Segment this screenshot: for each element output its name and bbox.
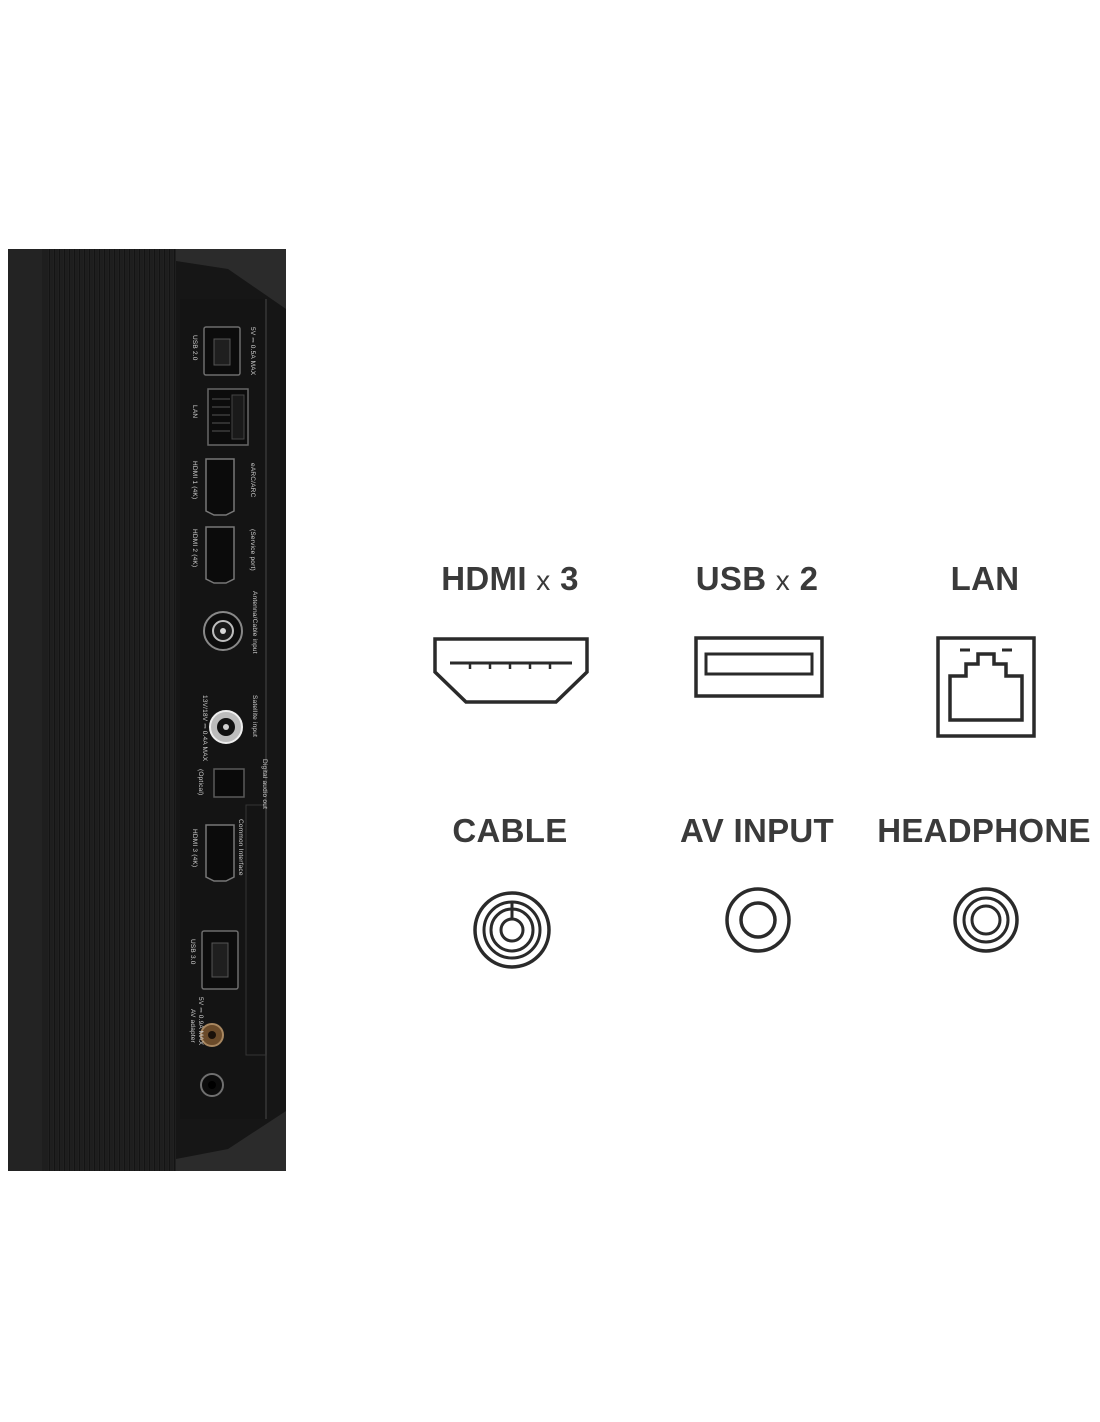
cable-port-label: CABLE [452,812,568,849]
housing-rib [138,249,141,1171]
tv-rear-panel-photo: USB 2.0 5V ⎓ 0.5A MAX LAN HDMI 1 (4K) eA… [8,249,286,1171]
housing-rib [168,249,171,1171]
lan-icon [936,636,1036,738]
usb3-label: USB 3.0 [189,939,196,965]
usb-port-mult: x [775,565,791,596]
cable-icon [473,891,551,969]
hdmi1-label: HDMI 1 (4K) [191,461,198,500]
lan-panel-label: LAN [191,405,198,419]
housing-rib [128,249,131,1171]
port-cell-av-input: AV INPUT [662,812,852,850]
port-cell-headphone: HEADPHONE [868,812,1100,850]
housing-rib [78,249,81,1171]
hdmi-port-count: 3 [560,560,579,597]
housing-rib [123,249,126,1171]
headphone-port-label: HEADPHONE [877,812,1091,849]
housing-rib [58,249,61,1171]
lan-port-label: LAN [950,560,1020,597]
usb-port-name: USB [695,560,767,597]
port-cell-usb: USB x 2 [672,560,842,598]
housing-rib [163,249,166,1171]
usb-port-label: USB x 2 [672,560,842,598]
housing-rib [48,249,51,1171]
hdmi-port-name: HDMI [441,560,527,597]
common-interface-label: Common Interface [237,819,244,876]
av-adapter-label: AV adapter [189,1009,196,1044]
housing-rib [63,249,66,1171]
usb2-label: USB 2.0 [191,335,198,361]
usb2-rating-label: 5V ⎓ 0.5A MAX [249,327,256,376]
usb-port-count: 2 [799,560,819,597]
headphone-icon [953,887,1019,953]
housing-rib [53,249,56,1171]
av-input-icon [725,887,791,953]
usb3-rating-label: 5V ⎓ 0.9A MAX [197,997,204,1046]
housing-rib [93,249,96,1171]
housing-rib [133,249,136,1171]
hdmi-icon [433,637,589,704]
housing-rib [108,249,111,1171]
antenna-label: Antenna/Cable input [251,591,258,654]
hdmi3-label: HDMI 3 (4K) [191,829,198,868]
optical-label: (Optical) [197,769,204,796]
hdmi1-sub-label: eARC/ARC [249,463,256,498]
av-input-port-label: AV INPUT [680,812,834,849]
housing-rib [68,249,71,1171]
hdmi2-label: HDMI 2 (4K) [191,529,198,568]
port-cell-cable: CABLE [420,812,600,850]
housing-rib [113,249,116,1171]
digital-audio-label: Digital audio out [261,759,268,810]
housing-rib [143,249,146,1171]
port-cell-hdmi: HDMI x 3 [420,560,600,598]
housing-rib [158,249,161,1171]
housing-rib [173,249,176,1171]
housing-rib [103,249,106,1171]
hdmi-port-mult: x [536,565,551,596]
satellite-label: Satellite input [251,695,258,738]
housing-rib [153,249,156,1171]
rear-panel-graphic [8,249,286,1171]
satellite-rating-label: 13V/18V ⎓ 0.4A MAX [201,695,208,762]
hdmi-port-label: HDMI x 3 [420,560,600,598]
housing-rib [73,249,76,1171]
hdmi2-sub-label: (Service port) [249,529,256,571]
usb-icon [694,636,824,698]
housing-rib [83,249,86,1171]
housing-rib [88,249,91,1171]
port-cell-lan: LAN [910,560,1060,598]
housing-rib [148,249,151,1171]
housing-rib [118,249,121,1171]
housing-rib [98,249,101,1171]
